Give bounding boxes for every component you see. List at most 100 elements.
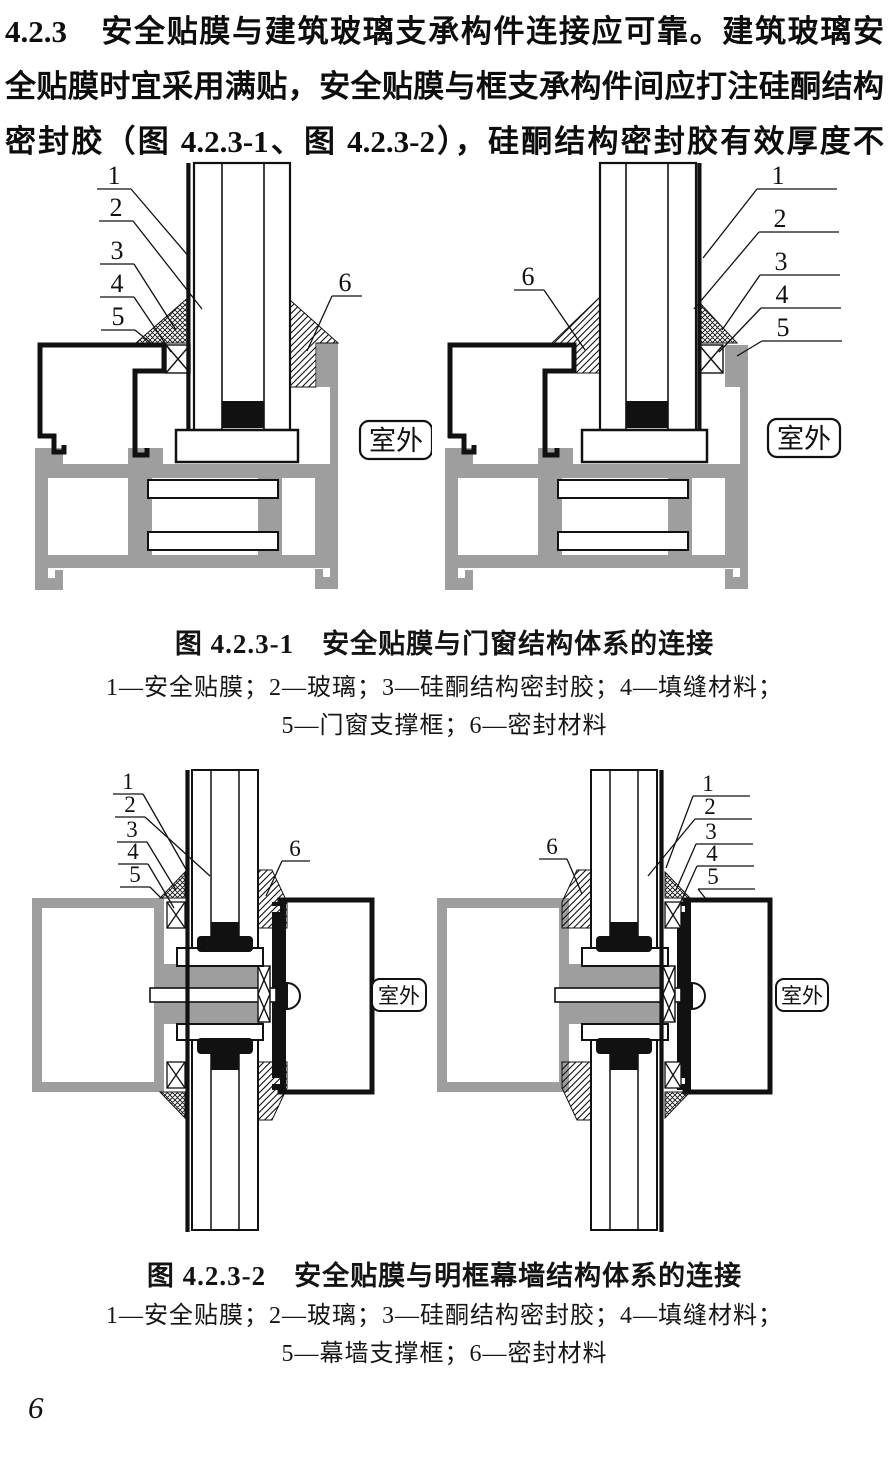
safety-film-line (697, 163, 702, 429)
figure1-legend-line-1: 1—安全贴膜；2—玻璃；3—硅酮结构密封胶；4—填缝材料； (106, 675, 783, 701)
callout-3-label: 3 (775, 247, 788, 276)
clause-line-2: 全贴膜时宜采用满贴，安全贴膜与框支承构件间应打注硅酮结构 (5, 69, 884, 104)
figure1-left-diagram: 室外 1 2 3 4 5 6 (35, 161, 432, 590)
glass-spacer (626, 401, 668, 428)
callout-6-label: 6 (339, 268, 352, 297)
spring-washer (257, 965, 271, 1023)
silicone-sealant-hatch (134, 294, 191, 344)
window-frame-profile (445, 345, 748, 590)
filler-material-box-lower (166, 1061, 186, 1089)
figure1-caption: 图 4.2.3-1 安全贴膜与门窗结构体系的连接 (174, 629, 715, 659)
setting-block (176, 1023, 264, 1041)
clause-paragraph: 4.2.3 安全贴膜与建筑玻璃支承构件连接应可靠。建筑玻璃安 全贴膜时宜采用满贴… (5, 4, 884, 169)
sealing-material-hatch-upper (561, 869, 592, 929)
spring-washer (662, 965, 676, 1023)
bolt-assembly (554, 965, 706, 1023)
callout-5-label: 5 (777, 313, 790, 342)
outdoor-label: 室外 (378, 984, 420, 1008)
bolt-head (286, 981, 301, 1011)
setting-block (581, 1023, 669, 1041)
filler-material-box (698, 344, 724, 374)
outdoor-label: 室外 (781, 984, 823, 1008)
callout-5-label: 5 (112, 302, 125, 331)
callouts (539, 795, 755, 909)
outdoor-badge: 室外 (766, 417, 842, 459)
outdoor-badge: 室外 (371, 978, 427, 1012)
glazing-gasket-block (197, 936, 253, 952)
silicone-sealant-hatch-lower (664, 1091, 692, 1120)
callouts (97, 188, 362, 353)
callout-2-label: 2 (110, 193, 123, 222)
sash-frame-outline (37, 342, 167, 458)
setting-block (174, 428, 300, 464)
figure2-right-diagram: 室外 1 2 3 4 5 6 (437, 769, 829, 1232)
safety-film-line (659, 770, 664, 1232)
safety-film-line (185, 770, 190, 1232)
bolt-head (691, 981, 706, 1011)
glazing-bridge-slots (557, 479, 689, 551)
clause-line-3: 密封胶（图 4.2.3-1、图 4.2.3-2），硅酮结构密封胶有效厚度不 (5, 124, 884, 159)
callout-5-label: 5 (707, 864, 719, 889)
sealing-material-hatch (550, 295, 601, 374)
glazing-bridge-slots (147, 479, 279, 551)
bolt-assembly (149, 965, 301, 1023)
outdoor-label: 室外 (369, 426, 423, 456)
glass-unit (598, 161, 702, 432)
callout-2-label: 2 (704, 794, 716, 819)
outdoor-badge: 室外 (358, 419, 432, 461)
lower-glass-unit (176, 1023, 264, 1231)
figure1-right-diagram: 室外 1 2 3 4 5 6 (445, 161, 842, 590)
filler-material-box-lower (664, 1061, 682, 1089)
filler-material-box-upper (166, 901, 186, 929)
callout-6-label: 6 (289, 836, 301, 861)
gasket-strip (272, 902, 286, 1090)
glazing-gasket-block (596, 936, 652, 952)
glass-spacer (610, 1050, 638, 1070)
callout-3-label: 3 (111, 236, 124, 265)
sealing-material-hatch-lower (561, 1061, 592, 1121)
figure2-legend-line-1: 1—安全贴膜；2—玻璃；3—硅酮结构密封胶；4—填缝材料； (106, 1303, 783, 1329)
bolt-rod (149, 987, 277, 1003)
callout-6-label: 6 (522, 262, 535, 291)
figure2-caption: 图 4.2.3-2 安全贴膜与明框幕墙结构体系的连接 (146, 1261, 743, 1291)
glass-spacer (222, 401, 264, 428)
outdoor-badge: 室外 (775, 978, 829, 1012)
bolt-rod (554, 987, 682, 1003)
sealing-material-hatch-upper (257, 869, 288, 929)
callout-4-label: 4 (706, 841, 718, 866)
outdoor-label: 室外 (777, 424, 831, 454)
callouts (113, 793, 310, 909)
page-number: 6 (28, 1390, 44, 1425)
figure1-legend-line-2: 5—门窗支撑框；6—密封材料 (281, 713, 608, 739)
lower-glass-unit (581, 1023, 669, 1231)
clause-line-1: 4.2.3 安全贴膜与建筑玻璃支承构件连接应可靠。建筑玻璃安 (5, 14, 884, 49)
callouts (514, 188, 842, 357)
mullion-profile (32, 898, 263, 1092)
upper-glass-unit (176, 769, 264, 967)
safety-film-line (186, 163, 191, 429)
mullion-profile (437, 898, 663, 1092)
callout-3-label: 3 (705, 819, 717, 844)
figure2-legend-line-2: 5—幕墙支撑框；6—密封材料 (281, 1341, 608, 1367)
callout-2-label: 2 (124, 792, 136, 817)
glass-spacer (211, 1050, 239, 1070)
callout-1-label: 1 (122, 769, 134, 794)
silicone-sealant-hatch-lower (158, 1091, 186, 1120)
callout-4-label: 4 (127, 839, 139, 864)
pressure-plate (677, 897, 773, 1095)
glass-unit (186, 161, 292, 432)
callout-1-label: 1 (772, 161, 785, 190)
upper-glass-unit (581, 769, 669, 967)
figure2-left-diagram: 室外 1 2 3 4 5 6 (32, 769, 427, 1232)
callout-1-label: 1 (702, 771, 714, 796)
callout-2-label: 2 (774, 204, 787, 233)
sash-frame-outline (447, 342, 577, 458)
filler-material-box (165, 344, 191, 374)
callout-5-label: 5 (129, 862, 141, 887)
callout-4-label: 4 (111, 269, 124, 298)
gasket-strip (677, 902, 691, 1090)
callout-6-label: 6 (546, 834, 558, 859)
setting-block (580, 428, 709, 464)
callout-4-label: 4 (776, 280, 789, 309)
